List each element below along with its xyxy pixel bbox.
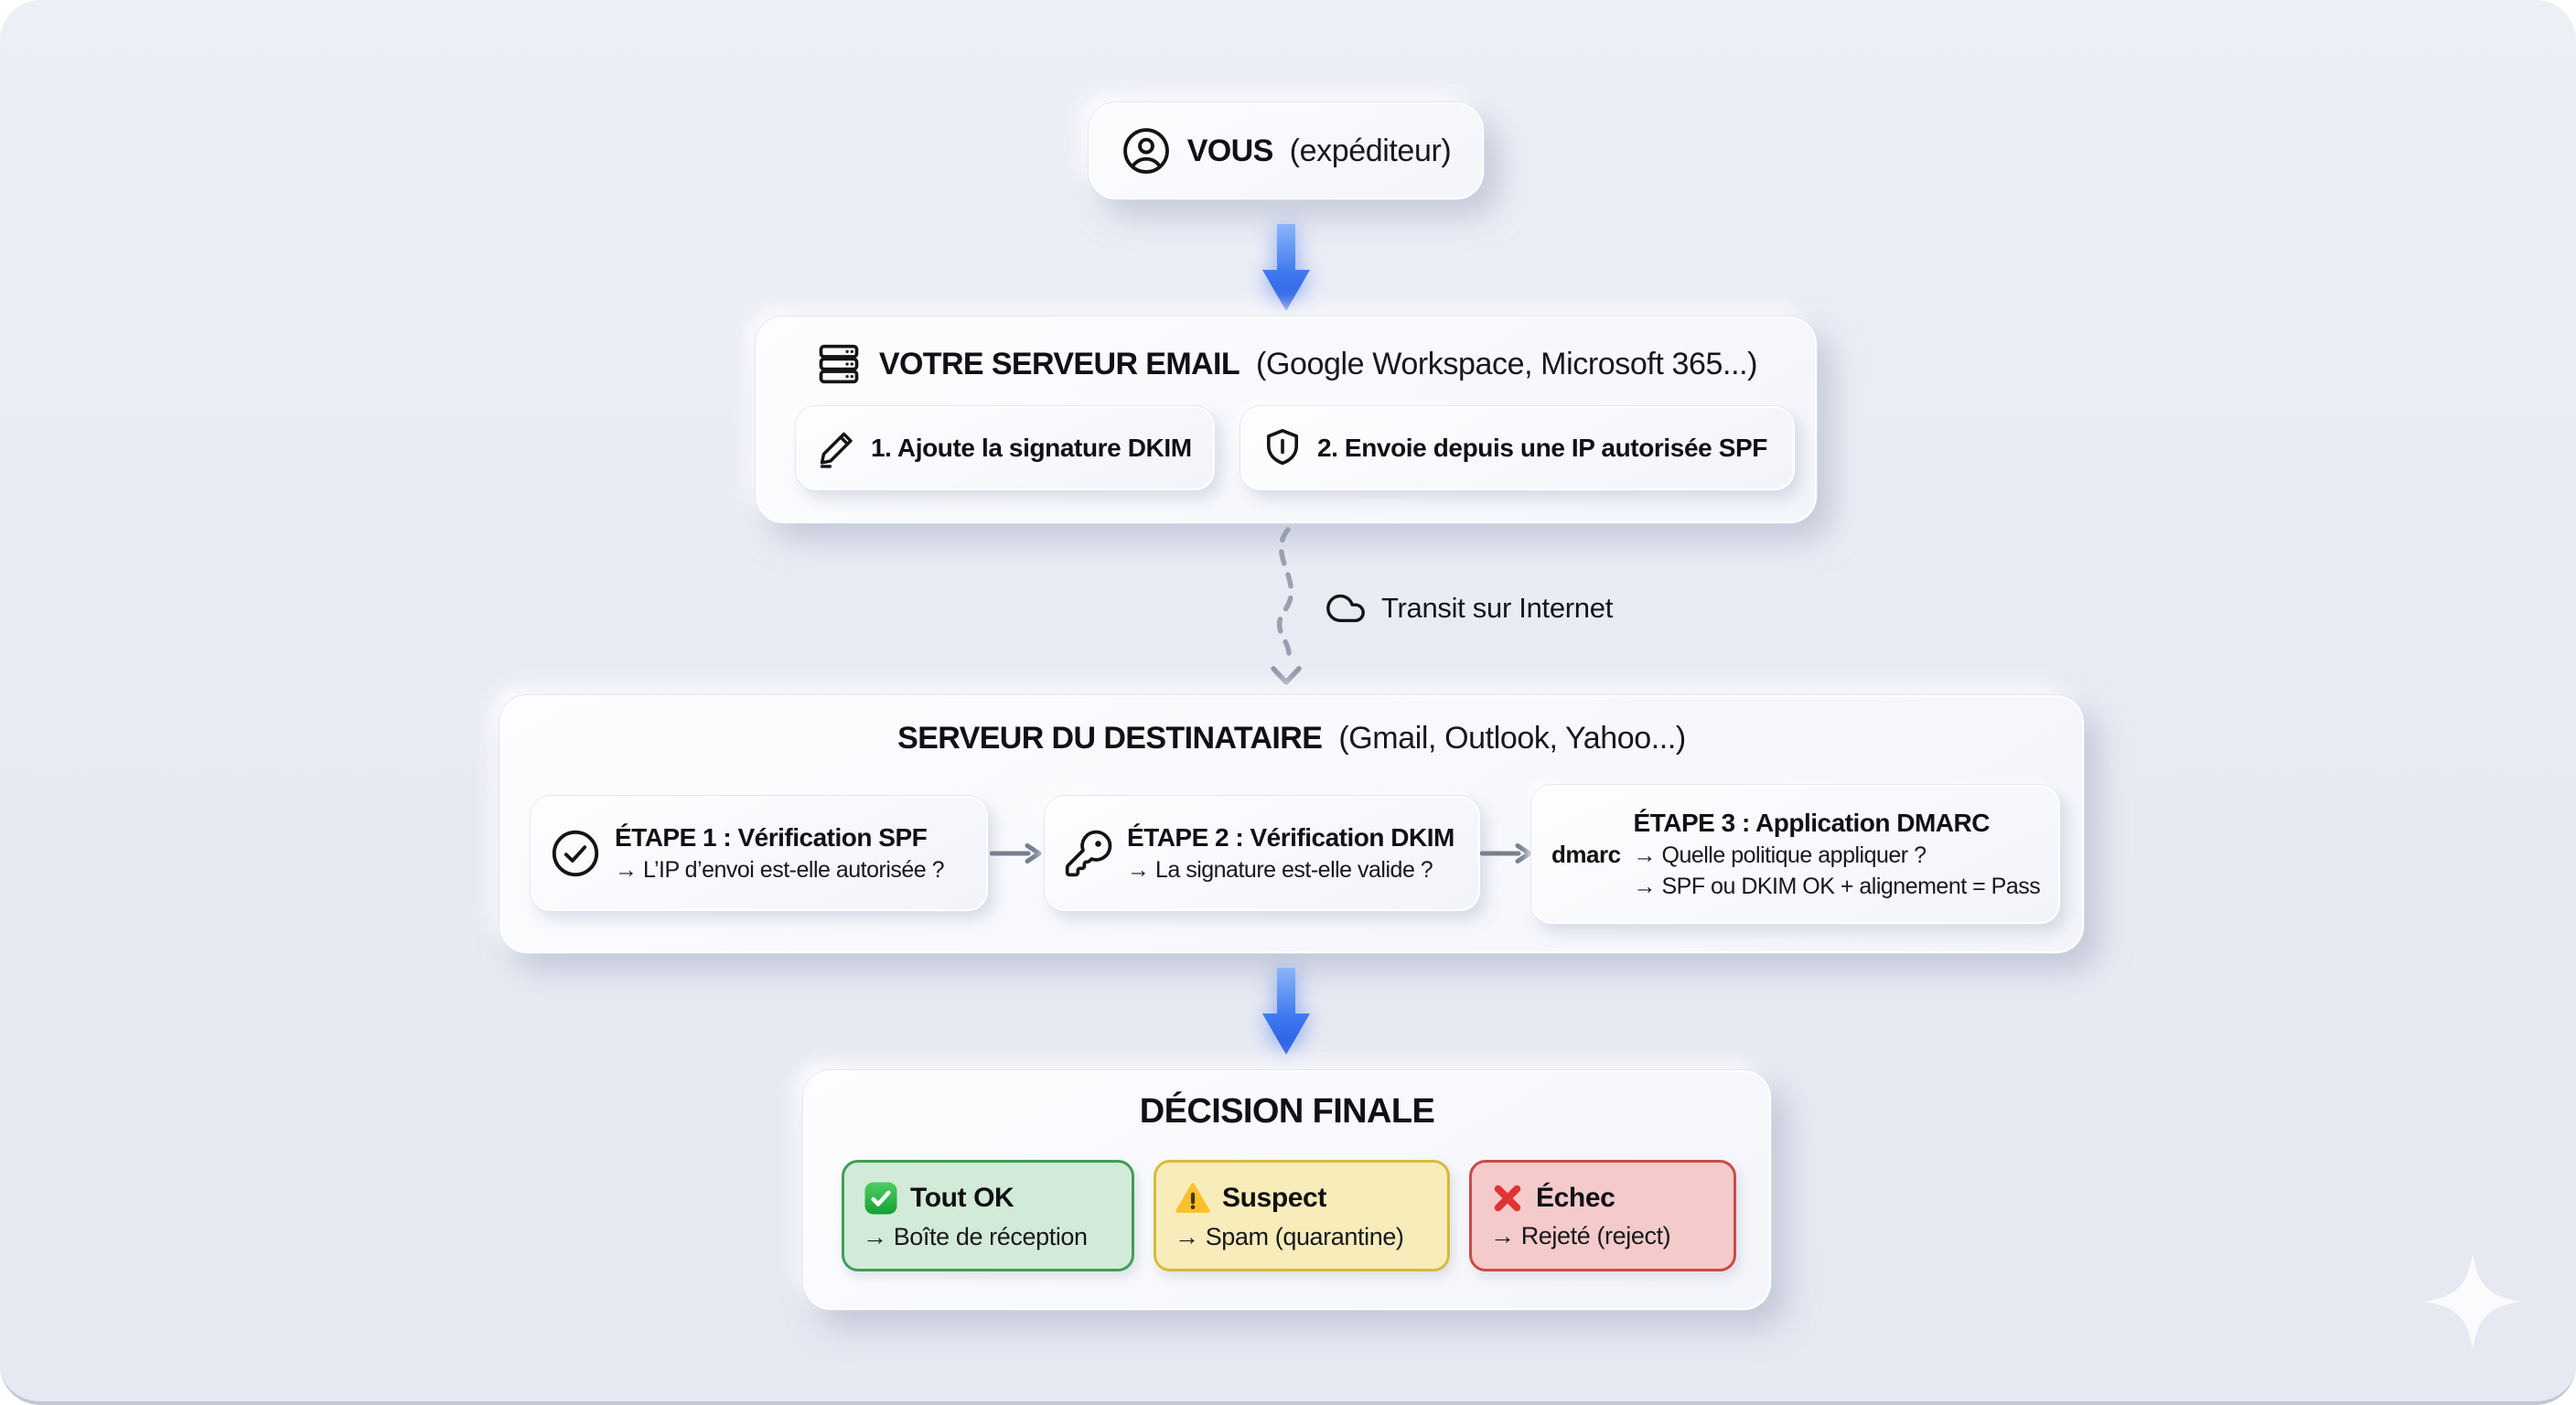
spf-sending-step: 2. Envoie depuis une IP autorisée SPF: [1240, 406, 1795, 490]
spf-sending-label: 2. Envoie depuis une IP autorisée SPF: [1317, 434, 1767, 462]
pencil-icon: [816, 427, 858, 469]
dmarc-text-badge: dmarc: [1551, 840, 1621, 868]
right-arrow-icon: [990, 843, 1042, 863]
dkim-signing-label: 1. Ajoute la signature DKIM: [871, 434, 1192, 462]
check-mark-icon: [863, 1180, 899, 1217]
key-icon: [1063, 828, 1114, 879]
dkim-check-line: → La signature est-elle valide ?: [1127, 857, 1433, 883]
dashed-transit-arrow: [1271, 527, 1302, 685]
spf-check-step: ÉTAPE 1 : Vérification SPF → L’IP d’envo…: [531, 796, 988, 911]
transit-annotation: Transit sur Internet: [1325, 582, 1613, 635]
outcome-suspect-detail: → Spam (quarantine): [1175, 1223, 1404, 1250]
dmarc-apply-line2: → SPF ou DKIM OK + alignement = Pass: [1633, 874, 2041, 899]
transit-label: Transit sur Internet: [1381, 592, 1614, 624]
check-circle-icon: [549, 827, 602, 880]
outcome-suspect-card: Suspect → Spam (quarantine): [1154, 1160, 1450, 1271]
spf-check-line: → L’IP d’envoi est-elle autorisée ?: [615, 857, 945, 883]
mail-server-title-bold: VOTRE SERVEUR EMAIL: [878, 346, 1240, 381]
cross-mark-icon: [1490, 1181, 1525, 1216]
outcome-fail-card: Échec → Rejeté (reject): [1469, 1160, 1736, 1271]
dmarc-apply-step: dmarc ÉTAPE 3 : Application DMARC → Quel…: [1531, 785, 2060, 924]
dmarc-apply-title: ÉTAPE 3 : Application DMARC: [1633, 809, 1991, 837]
decision-title: DÉCISION FINALE: [1139, 1092, 1435, 1131]
sparkle-icon: [2424, 1253, 2521, 1350]
recipient-title-rest: (Gmail, Outlook, Yahoo...): [1338, 721, 1686, 756]
right-arrow-icon: [1480, 843, 1532, 863]
dkim-signing-step: 1. Ajoute la signature DKIM: [796, 406, 1215, 490]
outcome-ok-card: Tout OK → Boîte de réception: [842, 1160, 1134, 1271]
recipient-title-bold: SERVEUR DU DESTINATAIRE: [897, 721, 1323, 756]
down-arrow-icon: [1262, 224, 1310, 311]
outcome-ok-label: Tout OK: [910, 1183, 1014, 1213]
mail-server-title: VOTRE SERVEUR EMAIL (Google Workspace, M…: [757, 340, 1815, 388]
dkim-check-title: ÉTAPE 2 : Vérification DKIM: [1127, 823, 1454, 852]
outcome-fail-detail: → Rejeté (reject): [1490, 1222, 1671, 1249]
recipient-server-title: SERVEUR DU DESTINATAIRE (Gmail, Outlook,…: [501, 721, 2082, 756]
mail-server-title-rest: (Google Workspace, Microsoft 365...): [1256, 346, 1758, 381]
spf-check-title: ÉTAPE 1 : Vérification SPF: [615, 823, 928, 852]
outcome-fail-label: Échec: [1536, 1183, 1615, 1213]
dkim-check-step: ÉTAPE 2 : Vérification DKIM → La signatu…: [1045, 796, 1480, 911]
server-icon: [815, 340, 863, 388]
cloud-icon: [1325, 587, 1367, 629]
recipient-server-node: SERVEUR DU DESTINATAIRE (Gmail, Outlook,…: [499, 695, 2084, 953]
user-icon: [1122, 126, 1171, 176]
final-decision-node: DÉCISION FINALE Tout OK → Boîte de récep…: [803, 1070, 1771, 1310]
outcome-ok-detail: → Boîte de réception: [863, 1223, 1088, 1250]
warning-icon: [1175, 1180, 1211, 1217]
shield-icon: [1261, 426, 1304, 470]
sender-node: VOUS (expéditeur): [1089, 102, 1484, 199]
sender-title-rest: (expéditeur): [1289, 133, 1452, 168]
dmarc-apply-line1: → Quelle politique appliquer ?: [1633, 842, 1927, 868]
sender-title-bold: VOUS: [1186, 133, 1274, 168]
outcome-suspect-label: Suspect: [1222, 1183, 1326, 1213]
mail-server-node: VOTRE SERVEUR EMAIL (Google Workspace, M…: [756, 316, 1817, 523]
down-arrow-icon: [1262, 968, 1310, 1055]
